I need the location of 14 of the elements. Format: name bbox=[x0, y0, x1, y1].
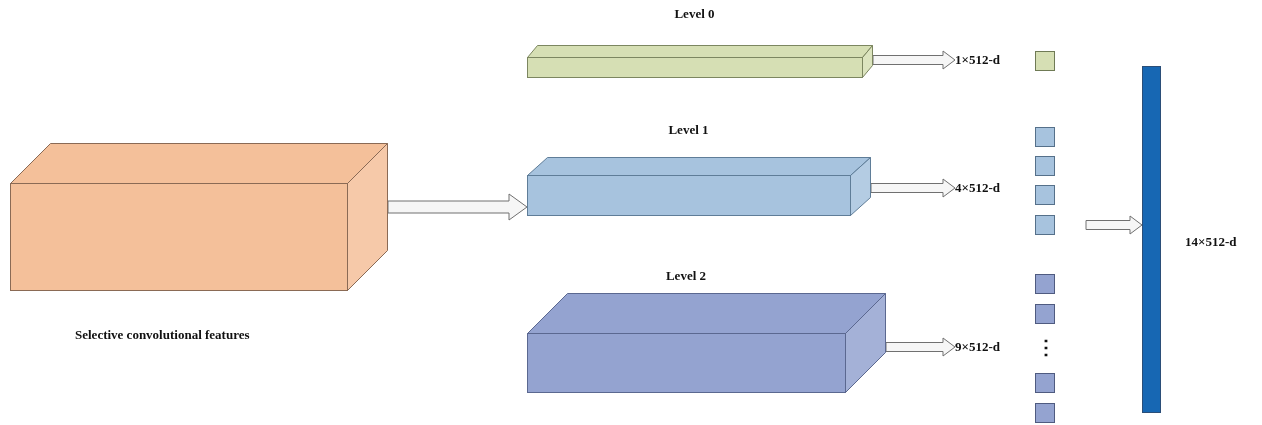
dimension-label: 14×512-d bbox=[1185, 234, 1237, 250]
level-title: Level 0 bbox=[673, 6, 716, 22]
dimension-label: 4×512-d bbox=[955, 180, 1000, 196]
block-arrow bbox=[1085, 215, 1143, 235]
block-arrow bbox=[885, 337, 956, 357]
dimension-label: 9×512-d bbox=[955, 339, 1000, 355]
block-arrow bbox=[870, 178, 956, 198]
node-label: Selective convolutional features bbox=[75, 327, 250, 343]
level-title: Level 1 bbox=[667, 122, 710, 138]
level-title: Level 2 bbox=[664, 268, 708, 284]
block-arrow bbox=[387, 193, 528, 221]
block-arrow bbox=[872, 50, 956, 70]
ellipsis: ⋮ bbox=[1036, 336, 1056, 358]
dimension-label: 1×512-d bbox=[955, 52, 1000, 68]
